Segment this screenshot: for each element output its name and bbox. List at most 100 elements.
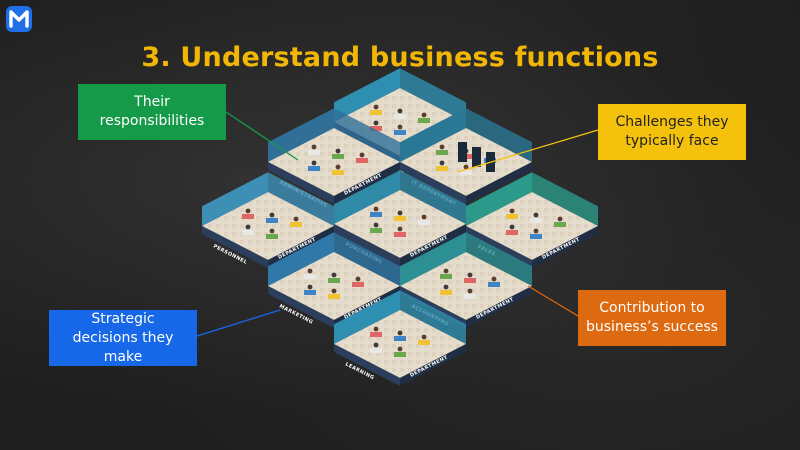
room-wall-left (202, 172, 268, 226)
desk-icon (418, 118, 430, 123)
person-icon (293, 216, 299, 222)
room-sales: SALESDEPARTMENT (466, 172, 598, 268)
room-wall-left (466, 172, 532, 226)
room-edge-right (466, 162, 532, 204)
person-icon (269, 212, 275, 218)
room-wall-right (400, 170, 466, 224)
person-icon (307, 284, 313, 290)
desk-icon (328, 278, 340, 283)
person-icon (397, 330, 403, 336)
person-icon (439, 160, 445, 166)
connector-decisions (196, 309, 281, 337)
person-icon (397, 108, 403, 114)
room-edge-right (268, 226, 334, 268)
app-logo (6, 6, 32, 32)
person-icon (443, 268, 449, 274)
person-icon (397, 210, 403, 216)
room-edge-right (400, 224, 466, 266)
logo-m-icon (9, 10, 29, 28)
room-wall-right (466, 232, 532, 286)
desk-icon (394, 352, 406, 357)
desk-icon (242, 230, 254, 235)
room-wall-right (400, 290, 466, 344)
person-icon (373, 342, 379, 348)
person-icon (439, 144, 445, 150)
room-edge-left (400, 162, 466, 204)
server-rack-icon (458, 142, 467, 162)
desk-icon (308, 150, 320, 155)
connector-responsibilities (225, 111, 299, 161)
person-icon (397, 346, 403, 352)
person-icon (331, 288, 337, 294)
room-wall-right (334, 232, 400, 286)
desk-icon (394, 114, 406, 119)
room-edge-right (400, 344, 466, 386)
person-icon (307, 268, 313, 274)
server-rack-icon (472, 147, 481, 167)
room-edge-left (466, 226, 532, 268)
desk-icon (242, 214, 254, 219)
desk-icon (370, 126, 382, 131)
desk-icon (530, 218, 542, 223)
room-wall-left (334, 170, 400, 224)
desk-icon (308, 166, 320, 171)
room-purchasing: PURCHASINGDEPARTMENT (334, 170, 466, 266)
desk-icon (530, 234, 542, 239)
room-wall-right (466, 108, 532, 162)
room-wall-left (268, 108, 334, 162)
desk-icon (506, 214, 518, 219)
desk-icon (464, 294, 476, 299)
room-wall-right (334, 108, 400, 162)
person-icon (355, 276, 361, 282)
desk-icon (370, 228, 382, 233)
desk-icon (356, 158, 368, 163)
person-icon (533, 228, 539, 234)
desk-icon (394, 216, 406, 221)
desk-icon (460, 170, 472, 175)
room-wall-left (334, 290, 400, 344)
desk-icon (440, 274, 452, 279)
person-icon (311, 144, 317, 150)
desk-icon (304, 290, 316, 295)
desk-icon (488, 282, 500, 287)
room-wall-right (532, 172, 598, 226)
person-icon (269, 228, 275, 234)
desk-icon (352, 282, 364, 287)
desk-icon (370, 212, 382, 217)
room-wall-right (400, 68, 466, 122)
callout-strategic-decisions: Strategic decisions they make (49, 310, 197, 366)
desk-icon (394, 130, 406, 135)
person-icon (397, 124, 403, 130)
room-edge-left (268, 286, 334, 328)
person-icon (373, 326, 379, 332)
person-icon (373, 206, 379, 212)
desk-icon (506, 230, 518, 235)
desk-icon (266, 234, 278, 239)
person-icon (335, 164, 341, 170)
person-icon (311, 160, 317, 166)
connector-contribution (527, 285, 579, 317)
person-icon (491, 276, 497, 282)
desk-icon (440, 290, 452, 295)
room-edge-left (268, 162, 334, 204)
desk-icon (464, 278, 476, 283)
callout-responsibilities: Their responsibilities (78, 84, 226, 140)
desk-icon (290, 222, 302, 227)
room-wall-left (400, 232, 466, 286)
person-icon (245, 224, 251, 230)
person-icon (421, 112, 427, 118)
connector-challenges (457, 129, 599, 173)
desk-icon (332, 154, 344, 159)
room-edge-right (466, 286, 532, 328)
room-edge-right (334, 162, 400, 204)
person-icon (331, 272, 337, 278)
person-icon (509, 208, 515, 214)
desk-icon (418, 340, 430, 345)
person-icon (443, 284, 449, 290)
desk-icon (266, 218, 278, 223)
desk-icon (436, 166, 448, 171)
